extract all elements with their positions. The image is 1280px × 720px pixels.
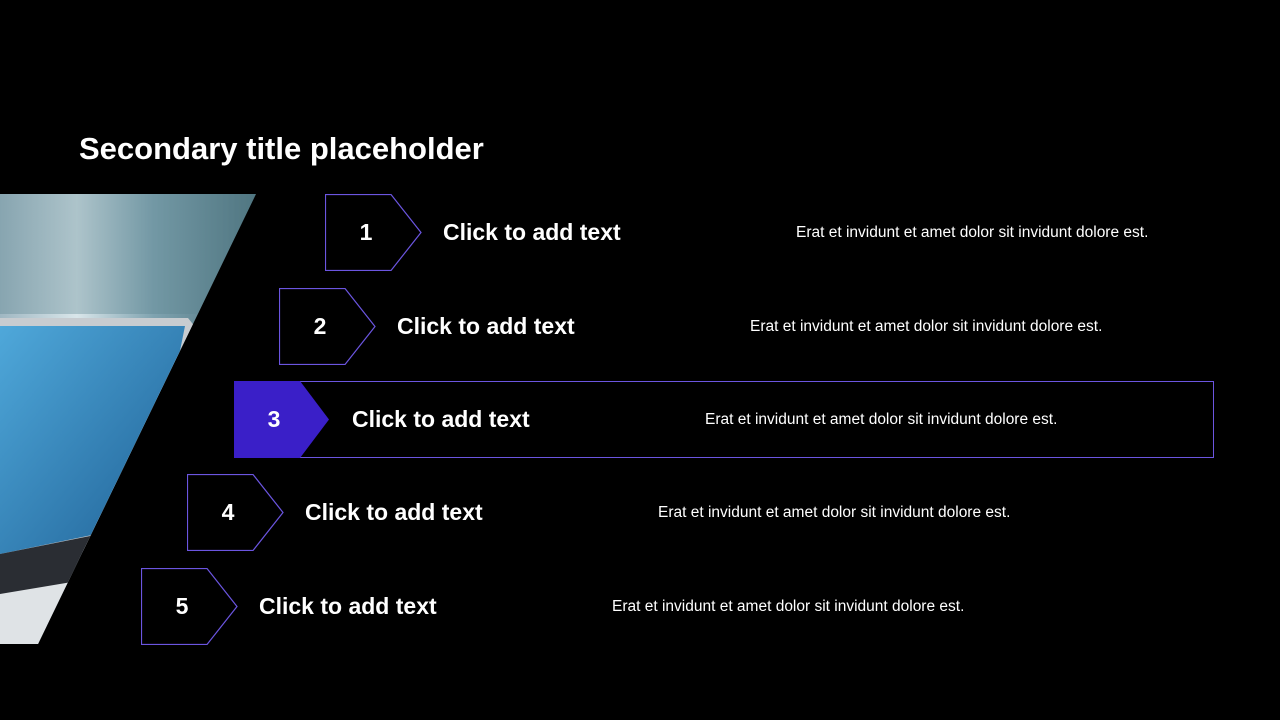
pentagon-arrow-icon — [279, 288, 376, 365]
pentagon-arrow-icon — [187, 474, 284, 551]
item-description[interactable]: Erat et invidunt et amet dolor sit invid… — [658, 504, 1011, 521]
item-number: 1 — [359, 219, 373, 245]
item-number: 2 — [313, 313, 327, 339]
item-description[interactable]: Erat et invidunt et amet dolor sit invid… — [796, 224, 1149, 241]
slide-title: Secondary title placeholder — [79, 131, 484, 166]
item-heading[interactable]: Click to add text — [305, 499, 483, 525]
item-heading[interactable]: Click to add text — [443, 219, 621, 245]
pentagon-arrow-icon — [141, 568, 238, 645]
item-description[interactable]: Erat et invidunt et amet dolor sit invid… — [612, 598, 965, 615]
list-item-4[interactable]: 4 Click to add text Erat et invidunt et … — [187, 474, 1187, 551]
list-item-5[interactable]: 5 Click to add text Erat et invidunt et … — [141, 568, 1141, 645]
pentagon-arrow-icon — [325, 194, 422, 271]
item-number: 4 — [221, 499, 235, 525]
laptop-photo — [0, 194, 256, 644]
list-item-1[interactable]: 1 Click to add text Erat et invidunt et … — [325, 194, 1280, 271]
item-description[interactable]: Erat et invidunt et amet dolor sit invid… — [705, 411, 1058, 428]
item-description[interactable]: Erat et invidunt et amet dolor sit invid… — [750, 318, 1103, 335]
item-number: 5 — [175, 593, 189, 619]
item-heading[interactable]: Click to add text — [259, 593, 437, 619]
pentagon-arrow-icon — [234, 381, 329, 458]
item-heading[interactable]: Click to add text — [352, 406, 530, 432]
list-item-3[interactable]: 3 Click to add text Erat et invidunt et … — [234, 381, 1234, 458]
item-heading[interactable]: Click to add text — [397, 313, 575, 339]
list-item-2[interactable]: 2 Click to add text Erat et invidunt et … — [279, 288, 1279, 365]
item-number: 3 — [267, 406, 281, 432]
